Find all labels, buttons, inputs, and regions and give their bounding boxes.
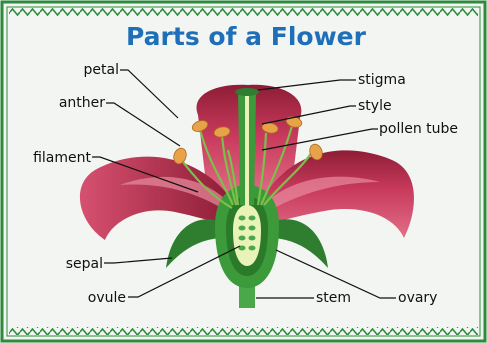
label-stigma: stigma bbox=[358, 72, 406, 88]
page-title: Parts of a Flower bbox=[126, 22, 367, 51]
label-ovary: ovary bbox=[398, 290, 437, 306]
poster-border-pattern-bottom bbox=[9, 327, 478, 335]
label-sepal: sepal bbox=[66, 256, 103, 272]
label-filament: filament bbox=[33, 150, 91, 166]
label-petal: petal bbox=[84, 62, 119, 78]
sepal-right bbox=[274, 219, 328, 268]
label-stem: stem bbox=[316, 290, 351, 306]
poster-border-pattern-top bbox=[9, 8, 478, 16]
stigma bbox=[235, 88, 259, 96]
label-pollen-tube: pollen tube bbox=[379, 121, 458, 137]
label-ovule: ovule bbox=[88, 290, 126, 306]
label-style: style bbox=[358, 98, 392, 114]
pollen-tube bbox=[245, 95, 249, 206]
label-anther: anther bbox=[59, 95, 105, 111]
ovary-cavity bbox=[233, 205, 261, 266]
